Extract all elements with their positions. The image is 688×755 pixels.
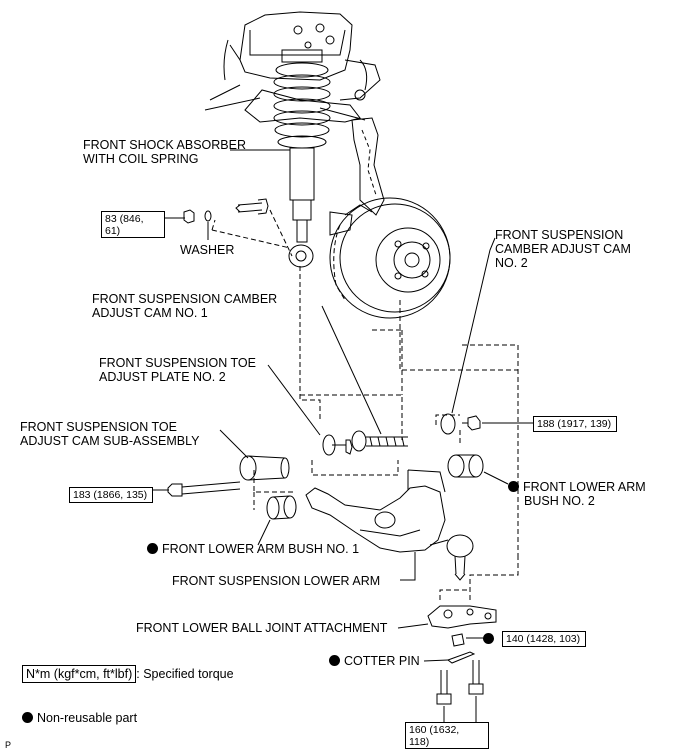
lower-arm-bush1-label-text: FRONT LOWER ARM BUSH NO. 1 [162, 542, 360, 556]
torque-140-box: 140 (1428, 103) [502, 631, 586, 647]
upper-bolt-dash [211, 209, 293, 257]
torque-83-box: 83 (846, 61) [101, 211, 165, 238]
torque-83-line1: 83 (846, [105, 213, 144, 225]
ball-joint-stud [429, 534, 474, 581]
legend-nonreusable: Non-reusable part [22, 711, 137, 725]
washer-label: WASHER [180, 243, 235, 257]
lower-arm-leader [400, 552, 416, 581]
toe-cam-subassembly [239, 455, 290, 481]
lower-arm-bush2-label: FRONT LOWER ARM BUSH NO. 2 [508, 480, 646, 508]
torque-183-leader [153, 489, 169, 491]
torque-160-line1: 160 (1632, [409, 724, 460, 736]
lower-arm-bush1 [266, 495, 297, 520]
frame-upper-mount [204, 11, 381, 111]
alignment-dashes [253, 266, 519, 600]
castle-nut [451, 633, 465, 647]
cotter-pin-part [446, 651, 476, 664]
lower-bolts [436, 660, 484, 705]
torque-140-group [483, 632, 498, 646]
cotter-pin-label-text: COTTER PIN [344, 654, 420, 668]
camber-cam2-label-line2: CAMBER ADJUST CAM [495, 242, 631, 256]
shock-absorber-label-line2: WITH COIL SPRING [83, 152, 199, 166]
lower-arm-bush2-label-line2: BUSH NO. 2 [524, 494, 595, 508]
legend-torque-units: N*m (kgf*cm, ft*lbf) [22, 665, 137, 683]
lower-arm-label: FRONT SUSPENSION LOWER ARM [172, 574, 381, 588]
nonreusable-dot-icon [329, 655, 340, 666]
toe-plate-leader [267, 364, 321, 436]
torque-160-box: 160 (1632, 118) [405, 722, 489, 749]
shock-absorber-label-line1: FRONT SHOCK ABSORBER [83, 138, 246, 152]
torque-160-line2: 118) [409, 736, 430, 748]
camber-cam2-label-line3: NO. 2 [495, 256, 528, 270]
ball-joint-attachment [427, 605, 497, 629]
camber-cam2-leader [451, 237, 496, 414]
toe-cam-label-line1: FRONT SUSPENSION TOE [20, 420, 177, 434]
toe-plate2 [322, 434, 353, 456]
nonreusable-dot-icon [147, 543, 158, 554]
legend-torque-desc: : Specified torque [136, 667, 234, 681]
toe-cam-label: FRONT SUSPENSION TOE ADJUST CAM SUB-ASSE… [20, 420, 199, 448]
shock-absorber-label: FRONT SHOCK ABSORBER WITH COIL SPRING [83, 138, 246, 166]
camber-cam2-label: FRONT SUSPENSION CAMBER ADJUST CAM NO. 2 [495, 228, 631, 270]
torque-183-box: 183 (1866, 135) [69, 487, 153, 503]
ball-joint-label: FRONT LOWER BALL JOINT ATTACHMENT [136, 621, 388, 635]
nonreusable-dot-icon [508, 481, 519, 492]
lower-arm-bush1-label: FRONT LOWER ARM BUSH NO. 1 [147, 542, 359, 556]
corner-mark: P [5, 740, 12, 750]
torque-188-box: 188 (1917, 139) [533, 416, 617, 432]
cotter-pin-leader [423, 659, 449, 662]
nonreusable-dot-icon [483, 633, 494, 644]
bush2-leader [483, 471, 509, 485]
torque-83-line2: 61) [105, 225, 121, 237]
toe-cam-leader [219, 429, 249, 459]
legend-torque: N*m (kgf*cm, ft*lbf): Specified torque [22, 665, 234, 683]
nonreusable-dot-icon [22, 712, 33, 723]
toe-plate2-label-line2: ADJUST PLATE NO. 2 [99, 370, 226, 384]
bush1-leader [257, 519, 271, 546]
cotter-pin-label: COTTER PIN [329, 654, 420, 668]
lower-arm-bush2-label-line1: FRONT LOWER ARM [523, 480, 646, 494]
camber-cam1-label: FRONT SUSPENSION CAMBER ADJUST CAM NO. 1 [92, 292, 277, 320]
upper-arm [244, 89, 366, 123]
lower-arm [305, 469, 446, 553]
camber-cam2-parts [440, 413, 481, 435]
long-bolt [167, 481, 241, 497]
camber-cam1-label-line2: ADJUST CAM NO. 1 [92, 306, 208, 320]
ball-joint-leader [397, 623, 429, 629]
camber-cam1-leader [321, 305, 382, 435]
camber-cam2-label-line1: FRONT SUSPENSION [495, 228, 624, 242]
lower-arm-bush2 [447, 454, 484, 478]
brake-disc-hub [329, 197, 451, 319]
toe-cam-label-line2: ADJUST CAM SUB-ASSEMBLY [20, 434, 200, 448]
toe-plate2-label: FRONT SUSPENSION TOE ADJUST PLATE NO. 2 [99, 356, 256, 384]
steering-knuckle [351, 117, 385, 216]
upper-bolt-set [183, 198, 269, 224]
torque-83-leader [165, 217, 185, 219]
legend-nonreusable-text: Non-reusable part [37, 711, 138, 725]
toe-plate2-label-line1: FRONT SUSPENSION TOE [99, 356, 256, 370]
camber-cam1-label-line1: FRONT SUSPENSION CAMBER [92, 292, 278, 306]
shock-absorber-coil-spring [273, 49, 331, 268]
t160-leader [443, 696, 477, 724]
camber-cam1-bolt [351, 430, 408, 452]
